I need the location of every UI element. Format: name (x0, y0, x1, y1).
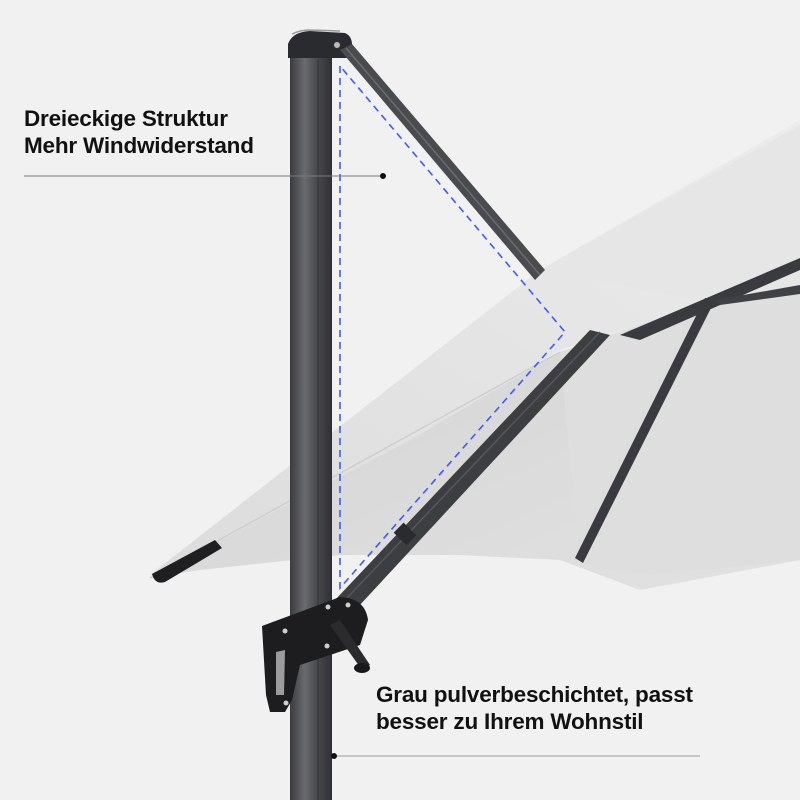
caption-powder-coating: Grau pulverbeschichtet, passt besser zu … (376, 681, 693, 735)
leader-line-bottom (331, 753, 700, 759)
caption-line: Grau pulverbeschichtet, passt (376, 682, 693, 707)
caption-line: Dreieckige Struktur (24, 106, 228, 131)
caption-triangle-structure: Dreieckige Struktur Mehr Windwiderstand (24, 105, 254, 159)
leader-line-top (24, 173, 386, 179)
main-arm (335, 330, 610, 607)
strut-arm (340, 44, 545, 280)
triangle-highlight (339, 63, 567, 591)
canopy-ribs (152, 258, 800, 583)
caption-line: Mehr Windwiderstand (24, 133, 254, 158)
caption-line: besser zu Ihrem Wohnstil (376, 709, 644, 734)
pole (288, 29, 352, 800)
crank-handle-icon[interactable] (330, 620, 370, 673)
